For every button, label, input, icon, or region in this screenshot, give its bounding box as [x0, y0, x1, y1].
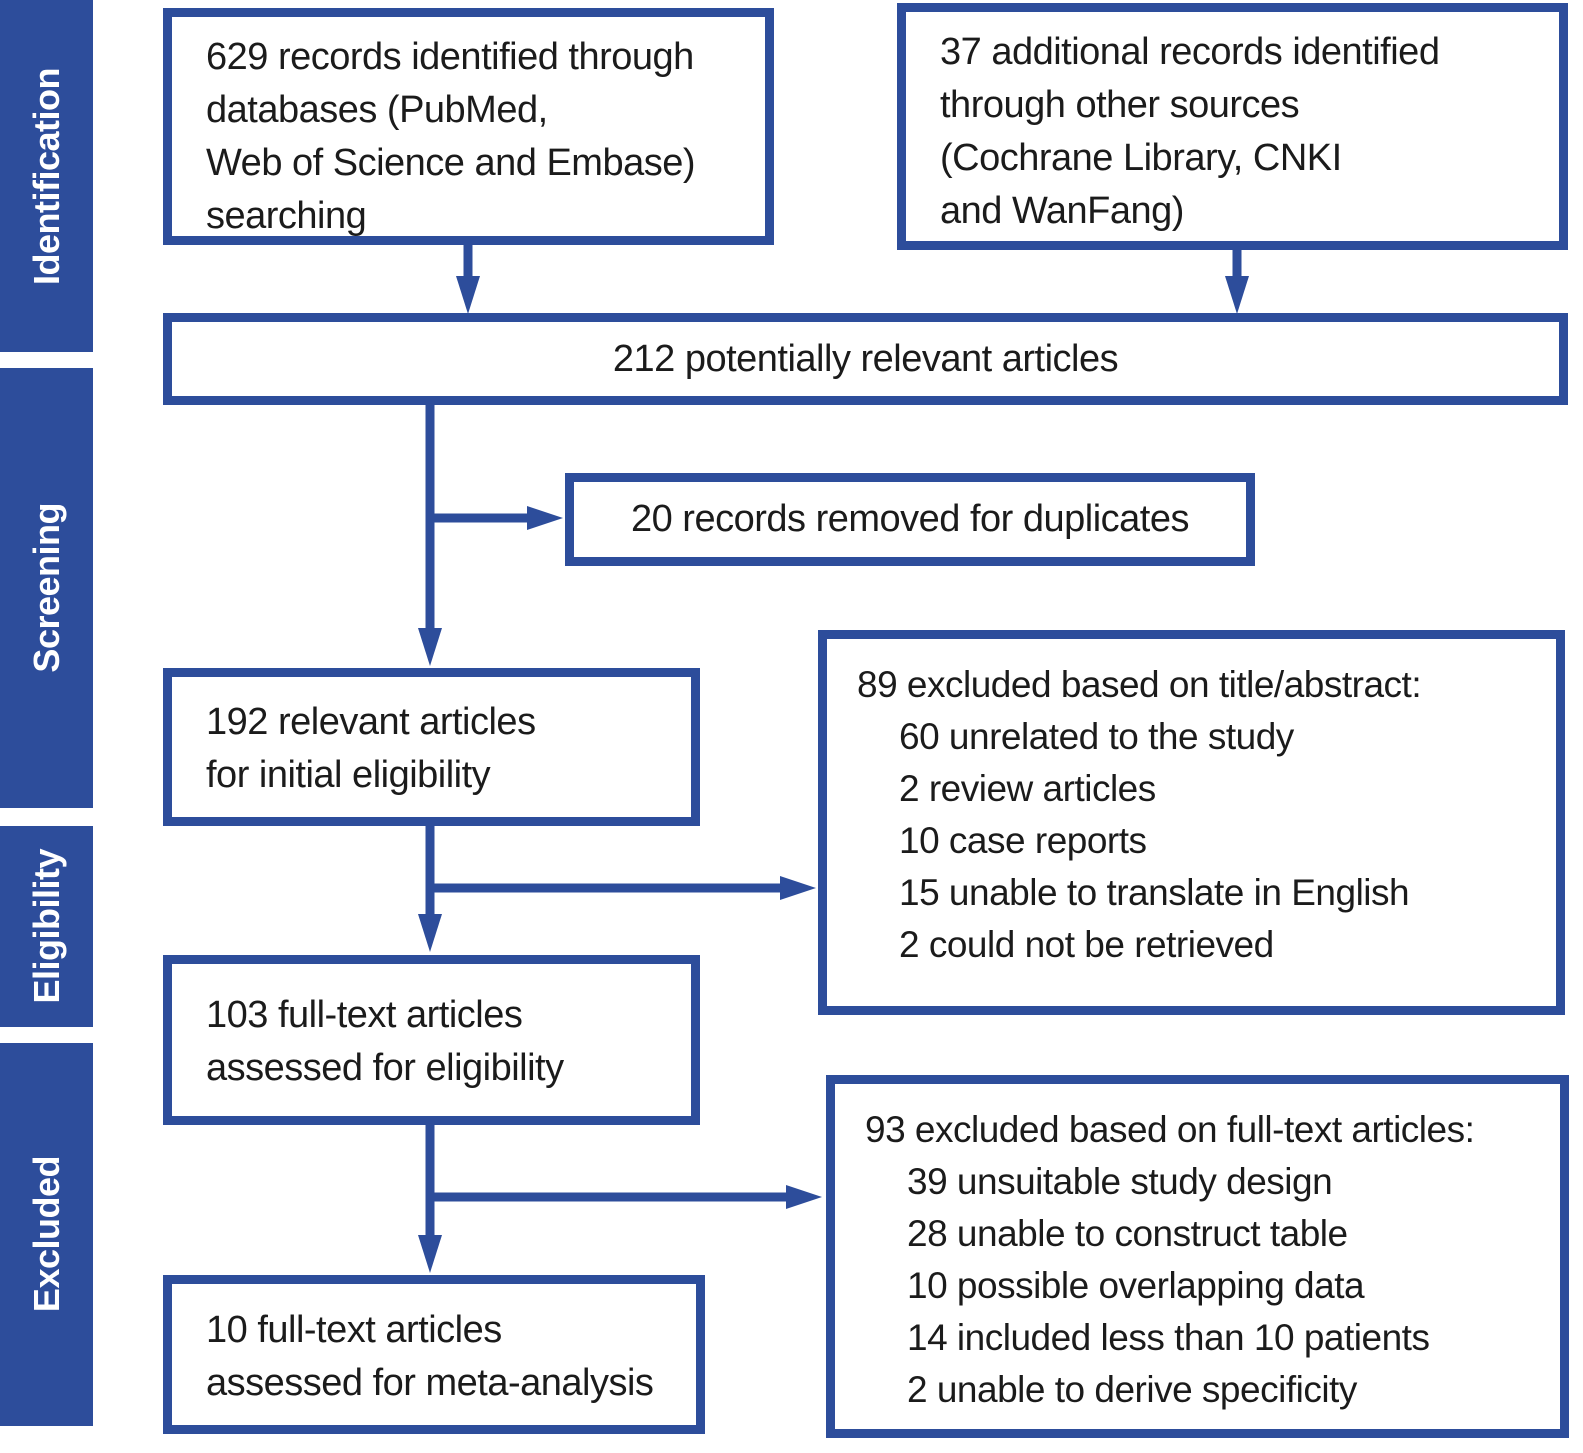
arrowhead-branch-excluded-fulltext: [786, 1185, 822, 1209]
stage-label-screening: Screening: [25, 503, 67, 673]
excluded-item: 39 unsuitable study design: [907, 1161, 1333, 1202]
stage-bar-eligibility: Eligibility: [0, 826, 93, 1027]
box-text-line: databases (PubMed,: [206, 89, 548, 131]
arrowhead-branch-excluded-title: [780, 876, 816, 900]
box-text-line: 10 full-text articles: [206, 1308, 502, 1351]
arrowhead-relevant-to-initial: [418, 628, 442, 666]
box-text-line: for initial eligibility: [206, 754, 491, 796]
box-duplicates-removed: 20 records removed for duplicates: [565, 473, 1255, 566]
box-excluded-fulltext: 93 excluded based on full-text articles:…: [826, 1075, 1569, 1438]
arrowhead-fulltext-to-meta: [418, 1235, 442, 1273]
box-fulltext-assessed-eligibility: 103 full-text articles assessed for elig…: [163, 955, 700, 1125]
stage-bar-excluded: Excluded: [0, 1043, 93, 1426]
stage-bar-identification: Identification: [0, 0, 93, 352]
excluded-header: 89 excluded based on title/abstract:: [857, 664, 1422, 705]
excluded-item: 15 unable to translate in English: [899, 872, 1410, 913]
box-relevant-initial-eligibility: 192 relevant articles for initial eligib…: [163, 668, 700, 826]
box-text-line: 20 records removed for duplicates: [630, 498, 1190, 540]
box-text-line: searching: [206, 195, 367, 237]
box-text-line: Web of Science and Embase): [206, 142, 696, 184]
excluded-item: 10 case reports: [899, 820, 1147, 861]
stage-label-excluded: Excluded: [25, 1156, 67, 1313]
box-text-line: and WanFang): [940, 190, 1184, 232]
excluded-item: 2 review articles: [899, 768, 1156, 809]
box-text-line: 103 full-text articles: [206, 994, 523, 1036]
box-text-line: 629 records identified through: [206, 36, 694, 78]
excluded-header: 93 excluded based on full-text articles:: [865, 1109, 1475, 1150]
box-text-line: (Cochrane Library, CNKI: [940, 137, 1342, 179]
box-potentially-relevant-articles: 212 potentially relevant articles: [163, 313, 1568, 405]
arrowhead-initial-to-fulltext: [418, 914, 442, 952]
box-text-line: 192 relevant articles: [206, 701, 536, 743]
excluded-item: 2 could not be retrieved: [899, 924, 1274, 965]
arrowhead-other-sources-to-relevant: [1225, 276, 1249, 314]
box-excluded-title-abstract: 89 excluded based on title/abstract: 60 …: [818, 630, 1565, 1015]
excluded-item: 28 unable to construct table: [907, 1213, 1348, 1254]
excluded-item: 60 unrelated to the study: [899, 716, 1294, 757]
box-text-line: 212 potentially relevant articles: [612, 337, 1119, 380]
arrowhead-branch-duplicates: [527, 506, 563, 530]
arrowhead-databases-to-relevant: [456, 276, 480, 314]
excluded-item: 2 unable to derive specificity: [907, 1369, 1357, 1410]
stage-label-identification: Identification: [25, 67, 67, 285]
box-text-line: assessed for meta-analysis: [206, 1361, 654, 1404]
box-additional-records-other-sources: 37 additional records identified through…: [897, 3, 1568, 250]
box-text-line: 37 additional records identified: [940, 31, 1440, 73]
excluded-item: 10 possible overlapping data: [907, 1265, 1365, 1306]
stage-label-eligibility: Eligibility: [25, 849, 67, 1004]
box-text-line: through other sources: [940, 84, 1300, 126]
excluded-item: 14 included less than 10 patients: [907, 1317, 1430, 1358]
box-fulltext-meta-analysis: 10 full-text articles assessed for meta-…: [163, 1275, 705, 1434]
box-text-line: assessed for eligibility: [206, 1047, 564, 1089]
box-records-identified-databases: 629 records identified through databases…: [163, 8, 774, 245]
stage-bar-screening: Screening: [0, 368, 93, 808]
